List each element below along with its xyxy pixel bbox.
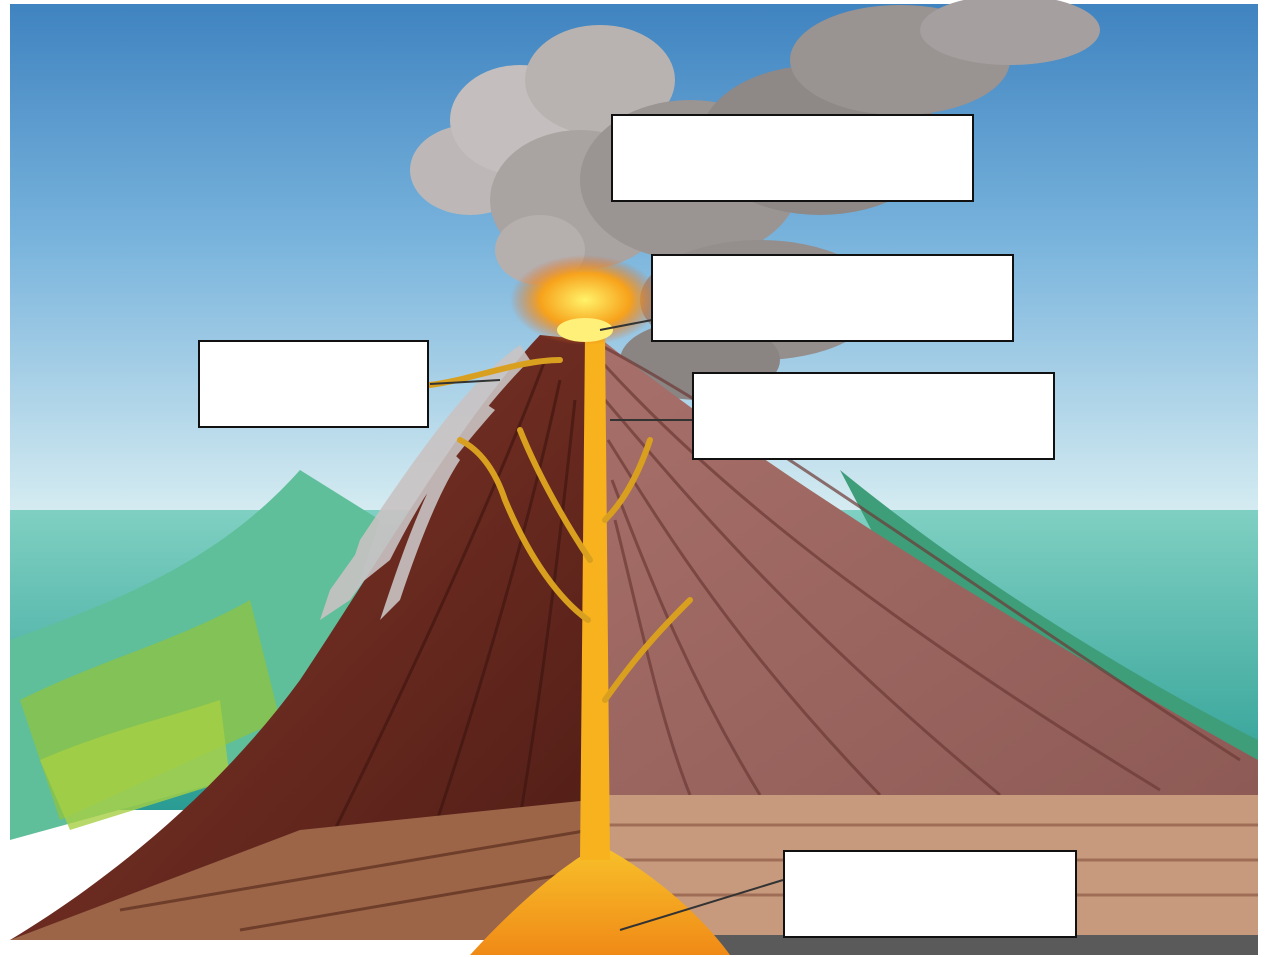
label-box-crater[interactable] [651, 254, 1014, 342]
label-box-ash-cloud[interactable] [611, 114, 974, 202]
label-box-side-vent[interactable] [198, 340, 429, 428]
label-box-magma-chamber[interactable] [783, 850, 1077, 938]
magma-conduit-icon [580, 335, 610, 860]
label-box-rock-layers[interactable] [692, 372, 1055, 460]
